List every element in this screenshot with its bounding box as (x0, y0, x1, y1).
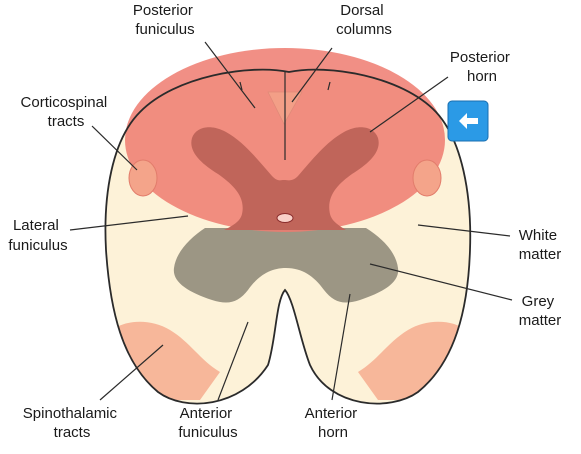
corticospinal-tract-left (128, 159, 158, 197)
grey-matter (173, 228, 399, 303)
label-corticospinal-tracts: Corticospinal tracts (21, 94, 112, 130)
leader-grey-matter (369, 263, 513, 301)
leader-posterior-horn (369, 76, 449, 133)
posterior-grey-matter (191, 127, 379, 230)
arrow-left-icon (459, 113, 478, 129)
central-canal (276, 213, 294, 223)
label-anterior-funiculus: Anterior funiculus (178, 405, 237, 441)
leader-dorsal-columns (291, 47, 333, 103)
label-white-matter: White matter (519, 227, 562, 263)
leader-anterior-funiculus (217, 321, 249, 401)
posterior-dimples (239, 81, 331, 91)
leader-spinothalamic-tracts (99, 344, 164, 401)
label-posterior-horn: Posterior horn (450, 49, 514, 85)
cord-outline (104, 68, 472, 405)
label-posterior-funiculus: Posterior funiculus (133, 2, 197, 38)
label-lateral-funiculus: Lateral funiculus (8, 217, 67, 254)
label-grey-matter: Grey matter (519, 293, 562, 329)
label-anterior-horn: Anterior horn (305, 405, 362, 441)
leader-corticospinal-tracts (91, 125, 138, 171)
corticospinal-tract-right (412, 159, 442, 197)
label-dorsal-columns: Dorsal columns (336, 2, 392, 38)
back-button[interactable] (447, 100, 489, 142)
leader-anterior-horn (331, 293, 351, 401)
leader-lateral-funiculus (69, 215, 189, 231)
leader-posterior-funiculus (204, 41, 256, 109)
leader-white-matter (417, 224, 511, 237)
label-spinothalamic-tracts: Spinothalamic tracts (23, 405, 121, 441)
